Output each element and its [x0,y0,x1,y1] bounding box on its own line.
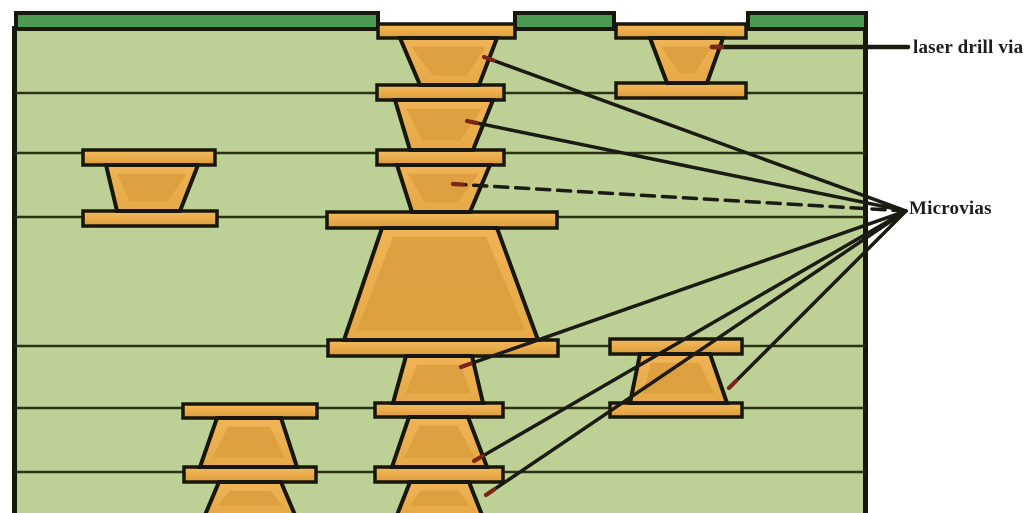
microvias-pointer-tip [483,487,497,498]
left-mid-via-pad [81,209,219,228]
microvias-pointer-tip [481,54,496,63]
copper-strip [14,11,380,31]
copper-strip [746,11,868,31]
center-stack-pad [375,83,506,102]
microvias-label: Microvias [909,198,992,219]
left-bottom-stack-barrel-shade [212,426,285,458]
right-lower-via-barrel-shade [642,362,715,394]
microvias-pointer-line [482,55,908,213]
center-stack-barrel-shade [408,173,479,203]
center-stack-barrel-shade [356,236,526,331]
left-mid-via-pad [81,148,217,167]
center-stack-barrel-shade [411,46,486,76]
center-stack-pad [373,401,505,419]
center-stack-barrel-shade [405,364,471,394]
center-stack-pad [373,465,505,484]
center-stack-pad [376,22,517,40]
microvias-pointer-line [459,209,908,369]
center-stack-pad [325,210,559,230]
microvias-pointer-tip [450,181,466,187]
center-stack-barrel-shade [404,425,475,459]
microvias-pointer-line [727,209,908,390]
laser-drill-via-pad [614,22,748,40]
microvias-pointer-tip [726,378,739,391]
microvias-pointer-line [451,182,908,213]
left-bottom-stack-pad [181,402,319,420]
microvias-pointer-line [465,119,908,213]
microvias-pointer-tip [464,118,479,126]
microvias-pointer-line [472,209,908,463]
center-stack-pad [326,338,560,358]
microvias-pointer-tip [471,453,485,464]
laser-drill-via-label: laser drill via [913,37,1024,58]
copper-strip [513,11,616,31]
center-stack-barrel-shade [406,108,482,141]
left-mid-via-barrel-shade [117,173,187,202]
right-lower-via-pad [608,337,744,356]
left-bottom-stack-barrel-shade [217,490,283,506]
laser-drill-via-pad [614,81,748,100]
microvias-pointer-line [484,209,908,497]
center-stack-barrel-shade [409,490,470,507]
laser-drill-via-barrel-shade [661,46,712,74]
microvias-pointer-tip [458,361,473,370]
center-stack-pad [375,148,506,167]
right-lower-via-pad [608,401,744,419]
left-bottom-stack-pad [182,465,318,484]
